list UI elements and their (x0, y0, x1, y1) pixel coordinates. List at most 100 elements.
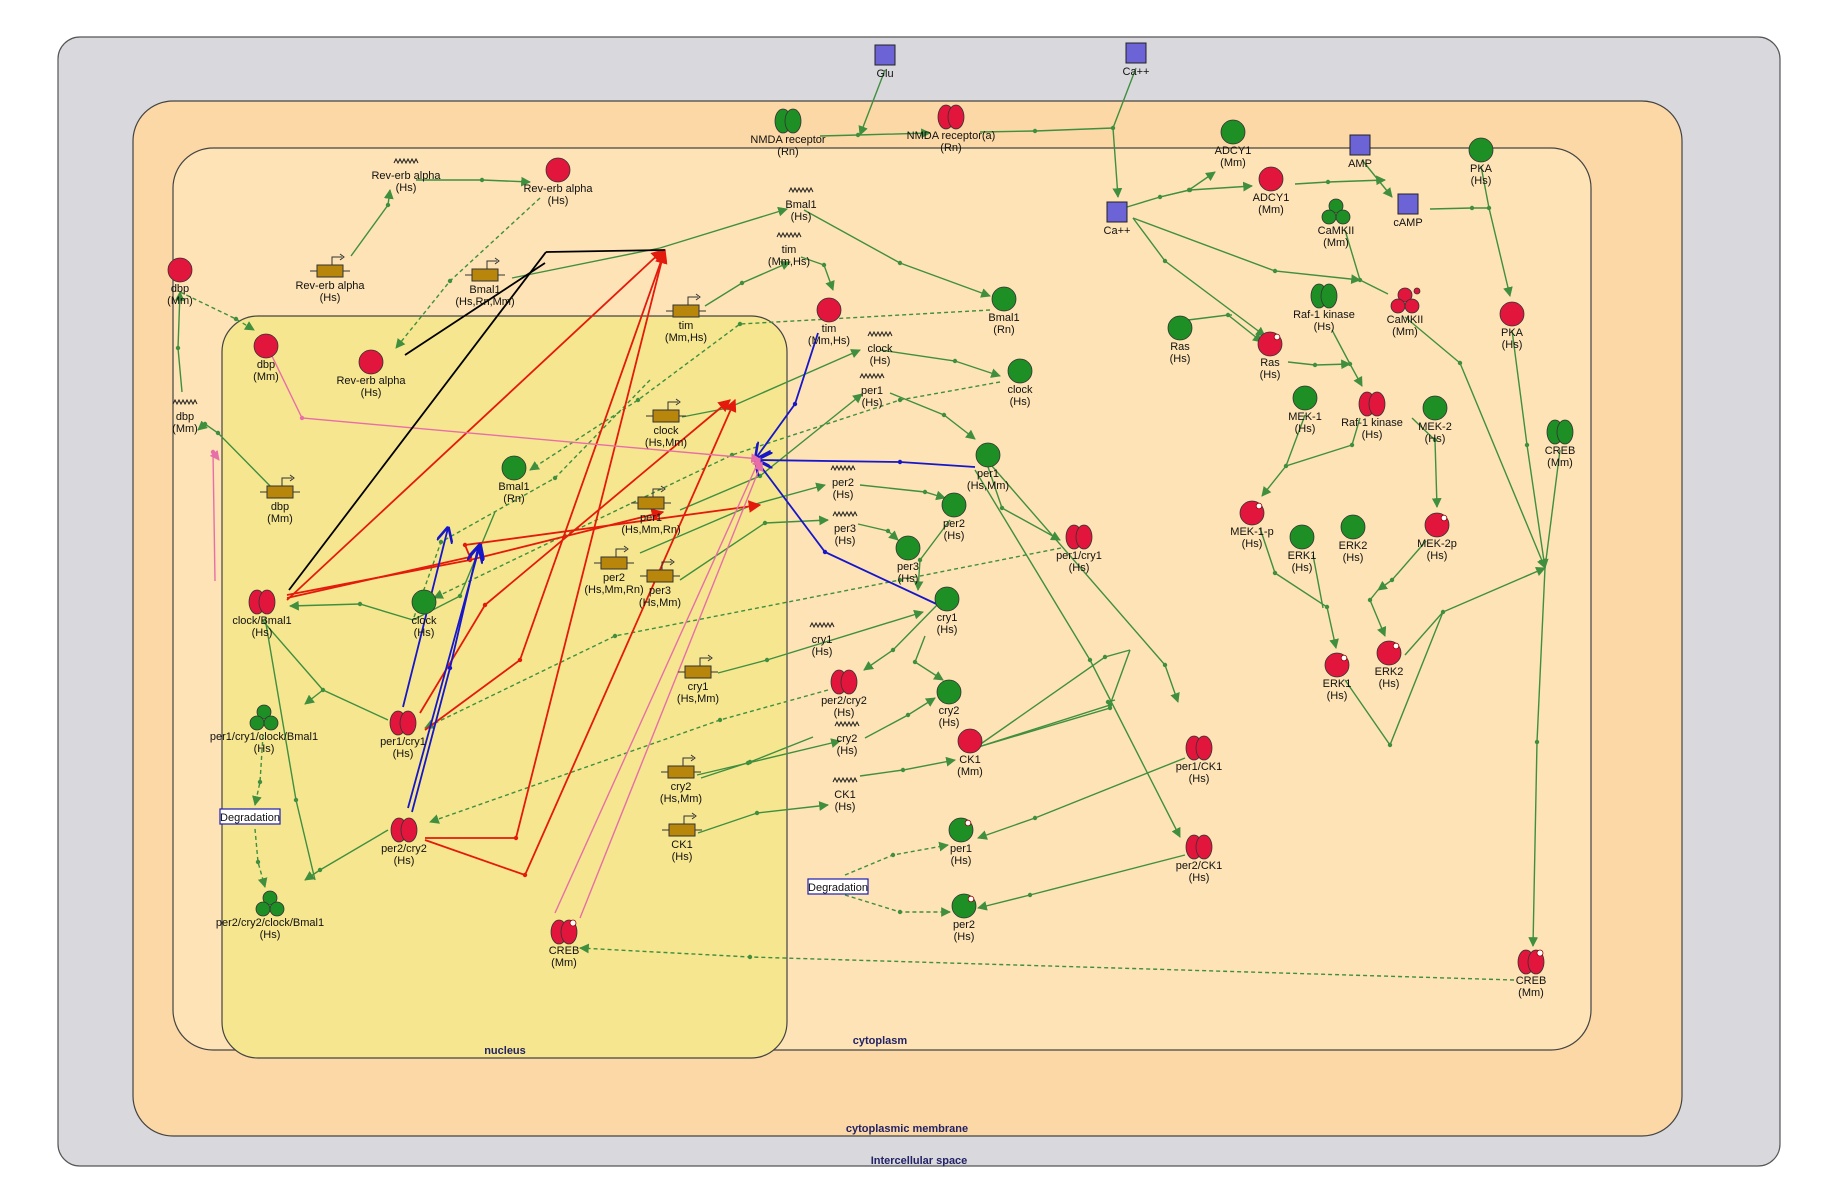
node-camkii-mm[interactable]: CaMKII(Mm) (1318, 198, 1355, 249)
node-clock-cyt[interactable]: clock(Hs) (1007, 358, 1033, 408)
node-per2-cyt[interactable]: per2(Hs) (941, 492, 967, 542)
node-cry1-gene[interactable]: cry1(Hs,Mm) (677, 654, 719, 705)
node-sublabel: (Hs) (414, 627, 435, 639)
edge-junction (317, 867, 323, 873)
node-label: Bmal1 (785, 199, 816, 211)
node-ck1-prot[interactable]: CK1(Mm) (957, 728, 983, 778)
node-per3-cyt[interactable]: per3(Hs) (895, 535, 921, 585)
node-label: cry1 (937, 612, 958, 624)
node-bmal1-cyt[interactable]: Bmal1(Rn) (988, 286, 1020, 336)
node-per2-rna[interactable]: per2(Hs) (830, 464, 856, 501)
edge-junction (747, 759, 753, 765)
node-mek2p-hs[interactable]: MEK-2p(Hs) (1417, 512, 1457, 562)
node-label: Glu (876, 68, 893, 80)
node-deg-cyt[interactable]: Degradation (807, 878, 869, 895)
label-extracellular: Intercellular space (871, 1155, 968, 1167)
node-mek1p-hs[interactable]: MEK-1-p(Hs) (1230, 500, 1274, 550)
node-tim-rna[interactable]: tim(Mm,Hs) (768, 231, 810, 268)
node-mek1-hs[interactable]: MEK-1(Hs) (1288, 385, 1322, 435)
node-per1-p[interactable]: per1(Hs) (948, 817, 974, 867)
node-creb-cyt-mm[interactable]: CREB(Mm) (1545, 419, 1576, 469)
node-ck1-gene[interactable]: CK1(Hs) (662, 812, 702, 863)
node-cry2-cyt[interactable]: cry2(Hs) (936, 679, 962, 729)
node-amp[interactable]: AMP (1348, 134, 1372, 170)
node-reverb-rna[interactable]: Rev-erb alpha(Hs) (371, 157, 441, 194)
node-erk2-hs[interactable]: ERK2(Hs) (1339, 514, 1368, 564)
node-camp[interactable]: cAMP (1393, 193, 1423, 229)
node-bmal1-gene[interactable]: Bmal1(Hs,Rn,Mm) (455, 257, 515, 308)
node-clock-nuc[interactable]: clock(Hs) (411, 589, 437, 639)
node-ck1-rna[interactable]: CK1(Hs) (832, 776, 858, 813)
node-label: CREB (549, 945, 580, 957)
node-nmda-a-rn[interactable]: NMDA receptor(a)(Rn) (907, 104, 996, 154)
node-per2ck1[interactable]: per2/CK1(Hs) (1176, 834, 1222, 884)
node-tim-gene[interactable]: tim(Mm,Hs) (665, 293, 707, 344)
node-raf1-hs[interactable]: Raf-1 kinase(Hs) (1293, 283, 1355, 333)
node-sublabel: (Rn) (940, 142, 961, 154)
node-sublabel: (Mm,Hs) (768, 256, 810, 268)
node-glu[interactable]: Glu (874, 44, 896, 80)
node-bmal1-nuc[interactable]: Bmal1(Rn) (498, 455, 530, 505)
node-clock-gene[interactable]: clock(Hs,Mm) (645, 398, 687, 449)
node-label: ERK2 (1375, 666, 1404, 678)
edge-green-77 (304, 689, 324, 705)
node-dbp-rna[interactable]: dbp(Mm) (172, 398, 198, 435)
node-per1cry1-cyt[interactable]: per1/cry1(Hs) (1056, 524, 1102, 574)
node-per2-p[interactable]: per2(Hs) (951, 893, 977, 943)
node-label: per3 (649, 585, 671, 597)
edge-junction (821, 262, 827, 268)
node-dbp-cyt[interactable]: dbp(Mm) (167, 257, 193, 307)
node-cplx1[interactable]: per1/cry1/clock/Bmal1(Hs) (210, 704, 318, 755)
node-nmda-rn[interactable]: NMDA receptor(Rn) (750, 108, 826, 158)
node-tim-prot[interactable]: tim(Mm,Hs) (808, 297, 850, 347)
node-pka-hs[interactable]: PKA(Hs) (1468, 137, 1494, 187)
node-label: dbp (271, 501, 289, 513)
node-clockbmal1[interactable]: clock/Bmal1(Hs) (232, 589, 292, 639)
node-label: MEK-2 (1418, 421, 1452, 433)
node-deg-nuc[interactable]: Degradation (219, 808, 281, 825)
node-cry1-rna[interactable]: cry1(Hs) (809, 621, 835, 658)
node-cry2-gene[interactable]: cry2(Hs,Mm) (660, 754, 702, 805)
node-mek2-hs[interactable]: MEK-2(Hs) (1418, 395, 1452, 445)
node-erk1-hs[interactable]: ERK1(Hs) (1288, 524, 1317, 574)
node-per3-rna[interactable]: per3(Hs) (832, 510, 858, 547)
edge-junction (210, 449, 216, 455)
node-sublabel: (Hs) (898, 573, 919, 585)
node-clock-rna[interactable]: clock(Hs) (867, 330, 893, 367)
node-bmal1-rna[interactable]: Bmal1(Hs) (785, 186, 817, 223)
node-sublabel: (Hs) (862, 397, 883, 409)
node-reverb-gene[interactable]: Rev-erb alpha(Hs) (295, 253, 365, 304)
node-camkii-a-mm[interactable]: CaMKII(Mm) (1387, 287, 1424, 338)
node-per2cry2-cyt[interactable]: per2/cry2(Hs) (821, 669, 867, 719)
node-ca-ext[interactable]: Ca++ (1123, 42, 1150, 78)
node-per1cry1-nuc[interactable]: per1/cry1(Hs) (380, 710, 426, 760)
node-pka-a-hs[interactable]: PKA(Hs) (1499, 301, 1525, 351)
node-cplx2[interactable]: per2/cry2/clock/Bmal1(Hs) (216, 890, 324, 941)
node-cry1-cyt[interactable]: cry1(Hs) (934, 586, 960, 636)
node-ca-cyt[interactable]: Ca++ (1104, 201, 1131, 237)
node-label: PKA (1470, 163, 1493, 175)
edge-junction (233, 316, 239, 322)
node-cry2-rna[interactable]: cry2(Hs) (834, 720, 860, 757)
node-erk2-a-hs[interactable]: ERK2(Hs) (1375, 640, 1404, 690)
node-creb-nuc-mm[interactable]: CREB(Mm) (549, 919, 580, 969)
node-adcy1-a-mm[interactable]: ADCY1(Mm) (1253, 166, 1290, 216)
node-sublabel: (Hs) (1343, 552, 1364, 564)
node-per2-gene[interactable]: per2(Hs,Mm,Rn) (584, 545, 644, 596)
node-adcy1-mm[interactable]: ADCY1(Mm) (1215, 119, 1252, 169)
node-creb-a-cyt-mm[interactable]: CREB(Mm) (1516, 949, 1547, 999)
node-per2cry2-nuc[interactable]: per2/cry2(Hs) (381, 817, 427, 867)
node-reverb-prot-nuc[interactable]: Rev-erb alpha(Hs) (336, 349, 406, 399)
node-raf1-a-hs[interactable]: Raf-1 kinase(Hs) (1341, 391, 1403, 441)
node-per3-gene[interactable]: per3(Hs,Mm) (639, 558, 681, 609)
node-reverb-prot-cyt[interactable]: Rev-erb alpha(Hs) (523, 157, 593, 207)
node-per1-gene[interactable]: per1(Hs,Mm,Rn) (621, 485, 681, 536)
node-dbp-gene[interactable]: dbp(Mm) (260, 474, 300, 525)
node-ras-hs[interactable]: Ras(Hs) (1167, 315, 1193, 365)
node-ras-a-hs[interactable]: Ras(Hs) (1257, 331, 1283, 381)
node-erk1-a-hs[interactable]: ERK1(Hs) (1323, 652, 1352, 702)
node-per1-cyt[interactable]: per1(Hs,Mm) (967, 442, 1009, 492)
node-dbp-nuc[interactable]: dbp(Mm) (253, 333, 279, 383)
node-per1-rna[interactable]: per1(Hs) (859, 372, 885, 409)
node-per1ck1[interactable]: per1/CK1(Hs) (1176, 735, 1222, 785)
